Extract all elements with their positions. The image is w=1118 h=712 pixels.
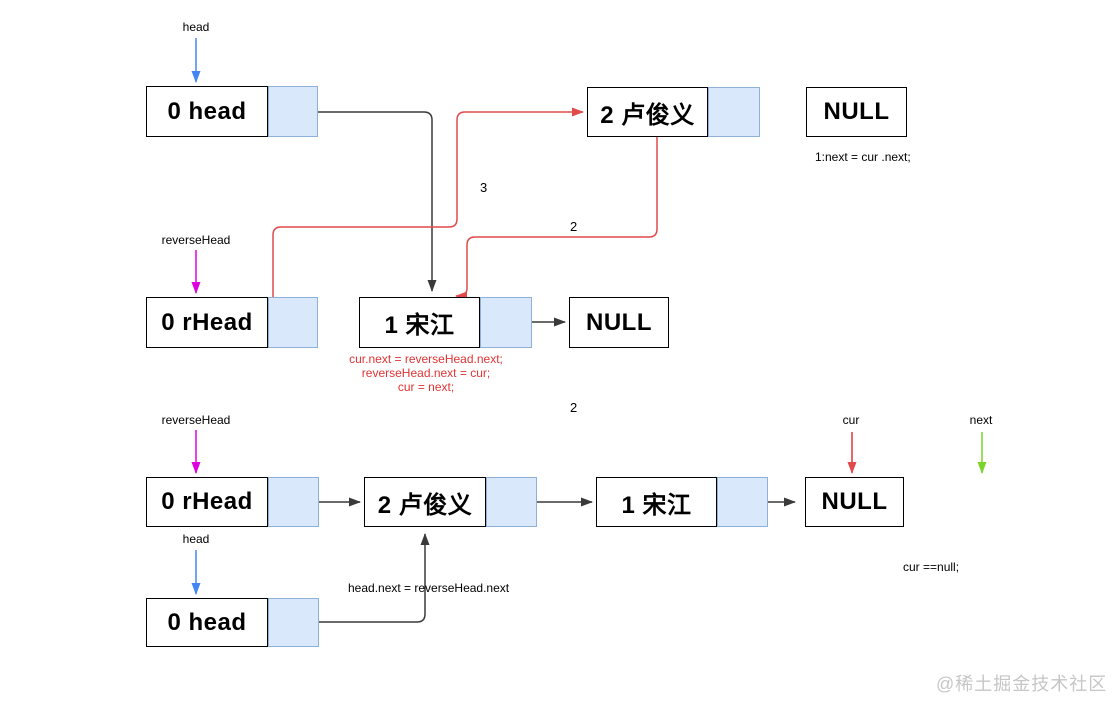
node-value: 0 head — [146, 598, 268, 647]
next-pointer-label: next — [969, 413, 993, 427]
node-value: NULL — [806, 87, 907, 137]
code-line-2: reverseHead.next = cur; — [361, 366, 491, 380]
edge-headtop-to-songjiang — [318, 111, 437, 292]
node-next-cell — [717, 477, 768, 527]
note-cur-null: cur ==null; — [903, 560, 960, 574]
node-value: 1 宋江 — [359, 297, 480, 348]
head-bot-pointer-label: head — [182, 532, 210, 546]
node-null-mid: NULL — [569, 297, 669, 348]
node-next-cell — [268, 598, 319, 647]
node-songjiang-mid: 1 宋江 — [359, 297, 532, 348]
node-null-bot: NULL — [805, 477, 904, 527]
node-rhead-bot: 0 rHead — [146, 477, 319, 527]
node-lujunyi-top: 2 卢俊义 — [587, 87, 760, 137]
node-lujunyi-bot: 2 卢俊义 — [364, 477, 537, 527]
note-head-next: head.next = reverseHead.next — [348, 581, 510, 595]
node-value: 2 卢俊义 — [364, 477, 486, 527]
reversehead-pointer-label: reverseHead — [161, 233, 231, 247]
node-value: 1 宋江 — [596, 477, 717, 527]
head-pointer-label: head — [182, 20, 210, 34]
step-label-3: 3 — [480, 180, 488, 195]
node-value: 2 卢俊义 — [587, 87, 708, 137]
node-next-cell — [268, 477, 319, 527]
code-line-3: cur = next; — [397, 380, 455, 394]
node-value: 0 rHead — [146, 477, 268, 527]
node-value: 0 head — [146, 86, 268, 137]
node-next-cell — [480, 297, 532, 348]
note-next-assignment: 1:next = cur .next; — [815, 150, 911, 164]
edge-rhead-next-to-lujunyi — [272, 107, 584, 297]
reversehead-bot-pointer-label: reverseHead — [161, 413, 231, 427]
cur-pointer-label: cur — [842, 413, 860, 427]
node-next-cell — [268, 86, 318, 137]
node-null-top: NULL — [806, 87, 907, 137]
edge-headbot-to-lujunyi — [319, 533, 430, 623]
node-songjiang-bot: 1 宋江 — [596, 477, 768, 527]
node-next-cell — [486, 477, 537, 527]
node-next-cell — [268, 297, 318, 348]
code-line-1: cur.next = reverseHead.next; — [349, 352, 503, 366]
node-value: NULL — [805, 477, 904, 527]
node-head-bot: 0 head — [146, 598, 319, 647]
step-label-2-mid: 2 — [570, 400, 578, 415]
node-head-top: 0 head — [146, 86, 318, 137]
node-rhead-mid: 0 rHead — [146, 297, 318, 348]
watermark: @稀土掘金技术社区 — [936, 674, 1108, 694]
step-label-2-top: 2 — [570, 219, 578, 234]
code-annotation: cur.next = reverseHead.next; reverseHead… — [345, 352, 507, 394]
node-next-cell — [708, 87, 760, 137]
edge-lujunyi-to-songjiang-red — [455, 137, 658, 301]
node-value: 0 rHead — [146, 297, 268, 348]
node-value: NULL — [569, 297, 669, 348]
